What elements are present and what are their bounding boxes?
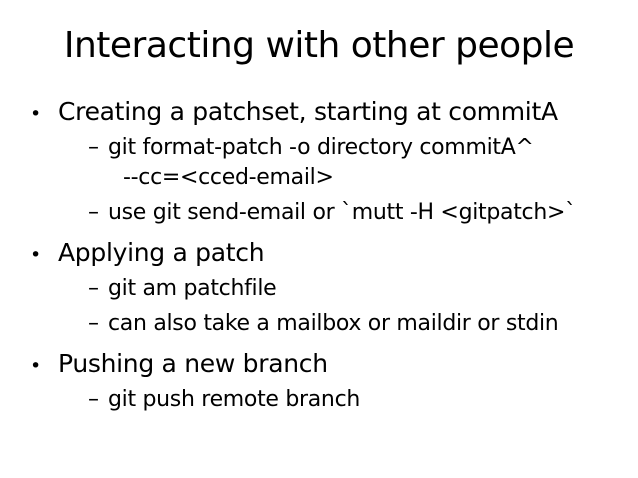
bullet-icon: • [30,103,41,126]
sub-item-git-format-patch-continuation: --cc=<cced-email> [123,163,632,193]
bullet-item-applying-patch: • Applying a patch [30,236,632,269]
dash-icon: – [88,310,99,336]
bullet-item-pushing-branch: • Pushing a new branch [30,347,632,380]
sub-item-text: git push remote branch [108,386,361,412]
sub-item-git-am: – git am patchfile [88,274,632,304]
bullet-icon: • [30,354,41,377]
slide-title: Interacting with other people [63,25,575,66]
bullet-icon: • [30,243,41,266]
sub-item-git-send-email: – use git send-email or `mutt -H <gitpat… [88,198,632,228]
dash-icon: – [88,386,99,412]
sub-item-text: git format-patch -o directory commitA^ [108,135,534,161]
sub-item-text: use git send-email or `mutt -H <gitpatch… [108,200,576,225]
dash-icon: – [88,135,99,161]
sub-item-git-format-patch: – git format-patch -o directory commitA^ [88,133,632,163]
slide-body: • Creating a patchset, starting at commi… [0,95,638,414]
dash-icon: – [88,275,99,301]
sub-item-mailbox-maildir-stdin: – can also take a mailbox or maildir or … [88,309,632,339]
dash-icon: – [88,200,99,225]
bullet-text: Applying a patch [58,237,265,267]
bullet-text: Pushing a new branch [58,348,328,378]
sub-item-text: git am patchfile [108,275,277,301]
sub-item-text: can also take a mailbox or maildir or st… [108,310,559,336]
bullet-text: Creating a patchset, starting at commitA [58,97,558,127]
sub-item-git-push: – git push remote branch [88,385,632,415]
sub-item-text: --cc=<cced-email> [123,165,334,191]
bullet-item-creating-patchset: • Creating a patchset, starting at commi… [30,95,632,128]
